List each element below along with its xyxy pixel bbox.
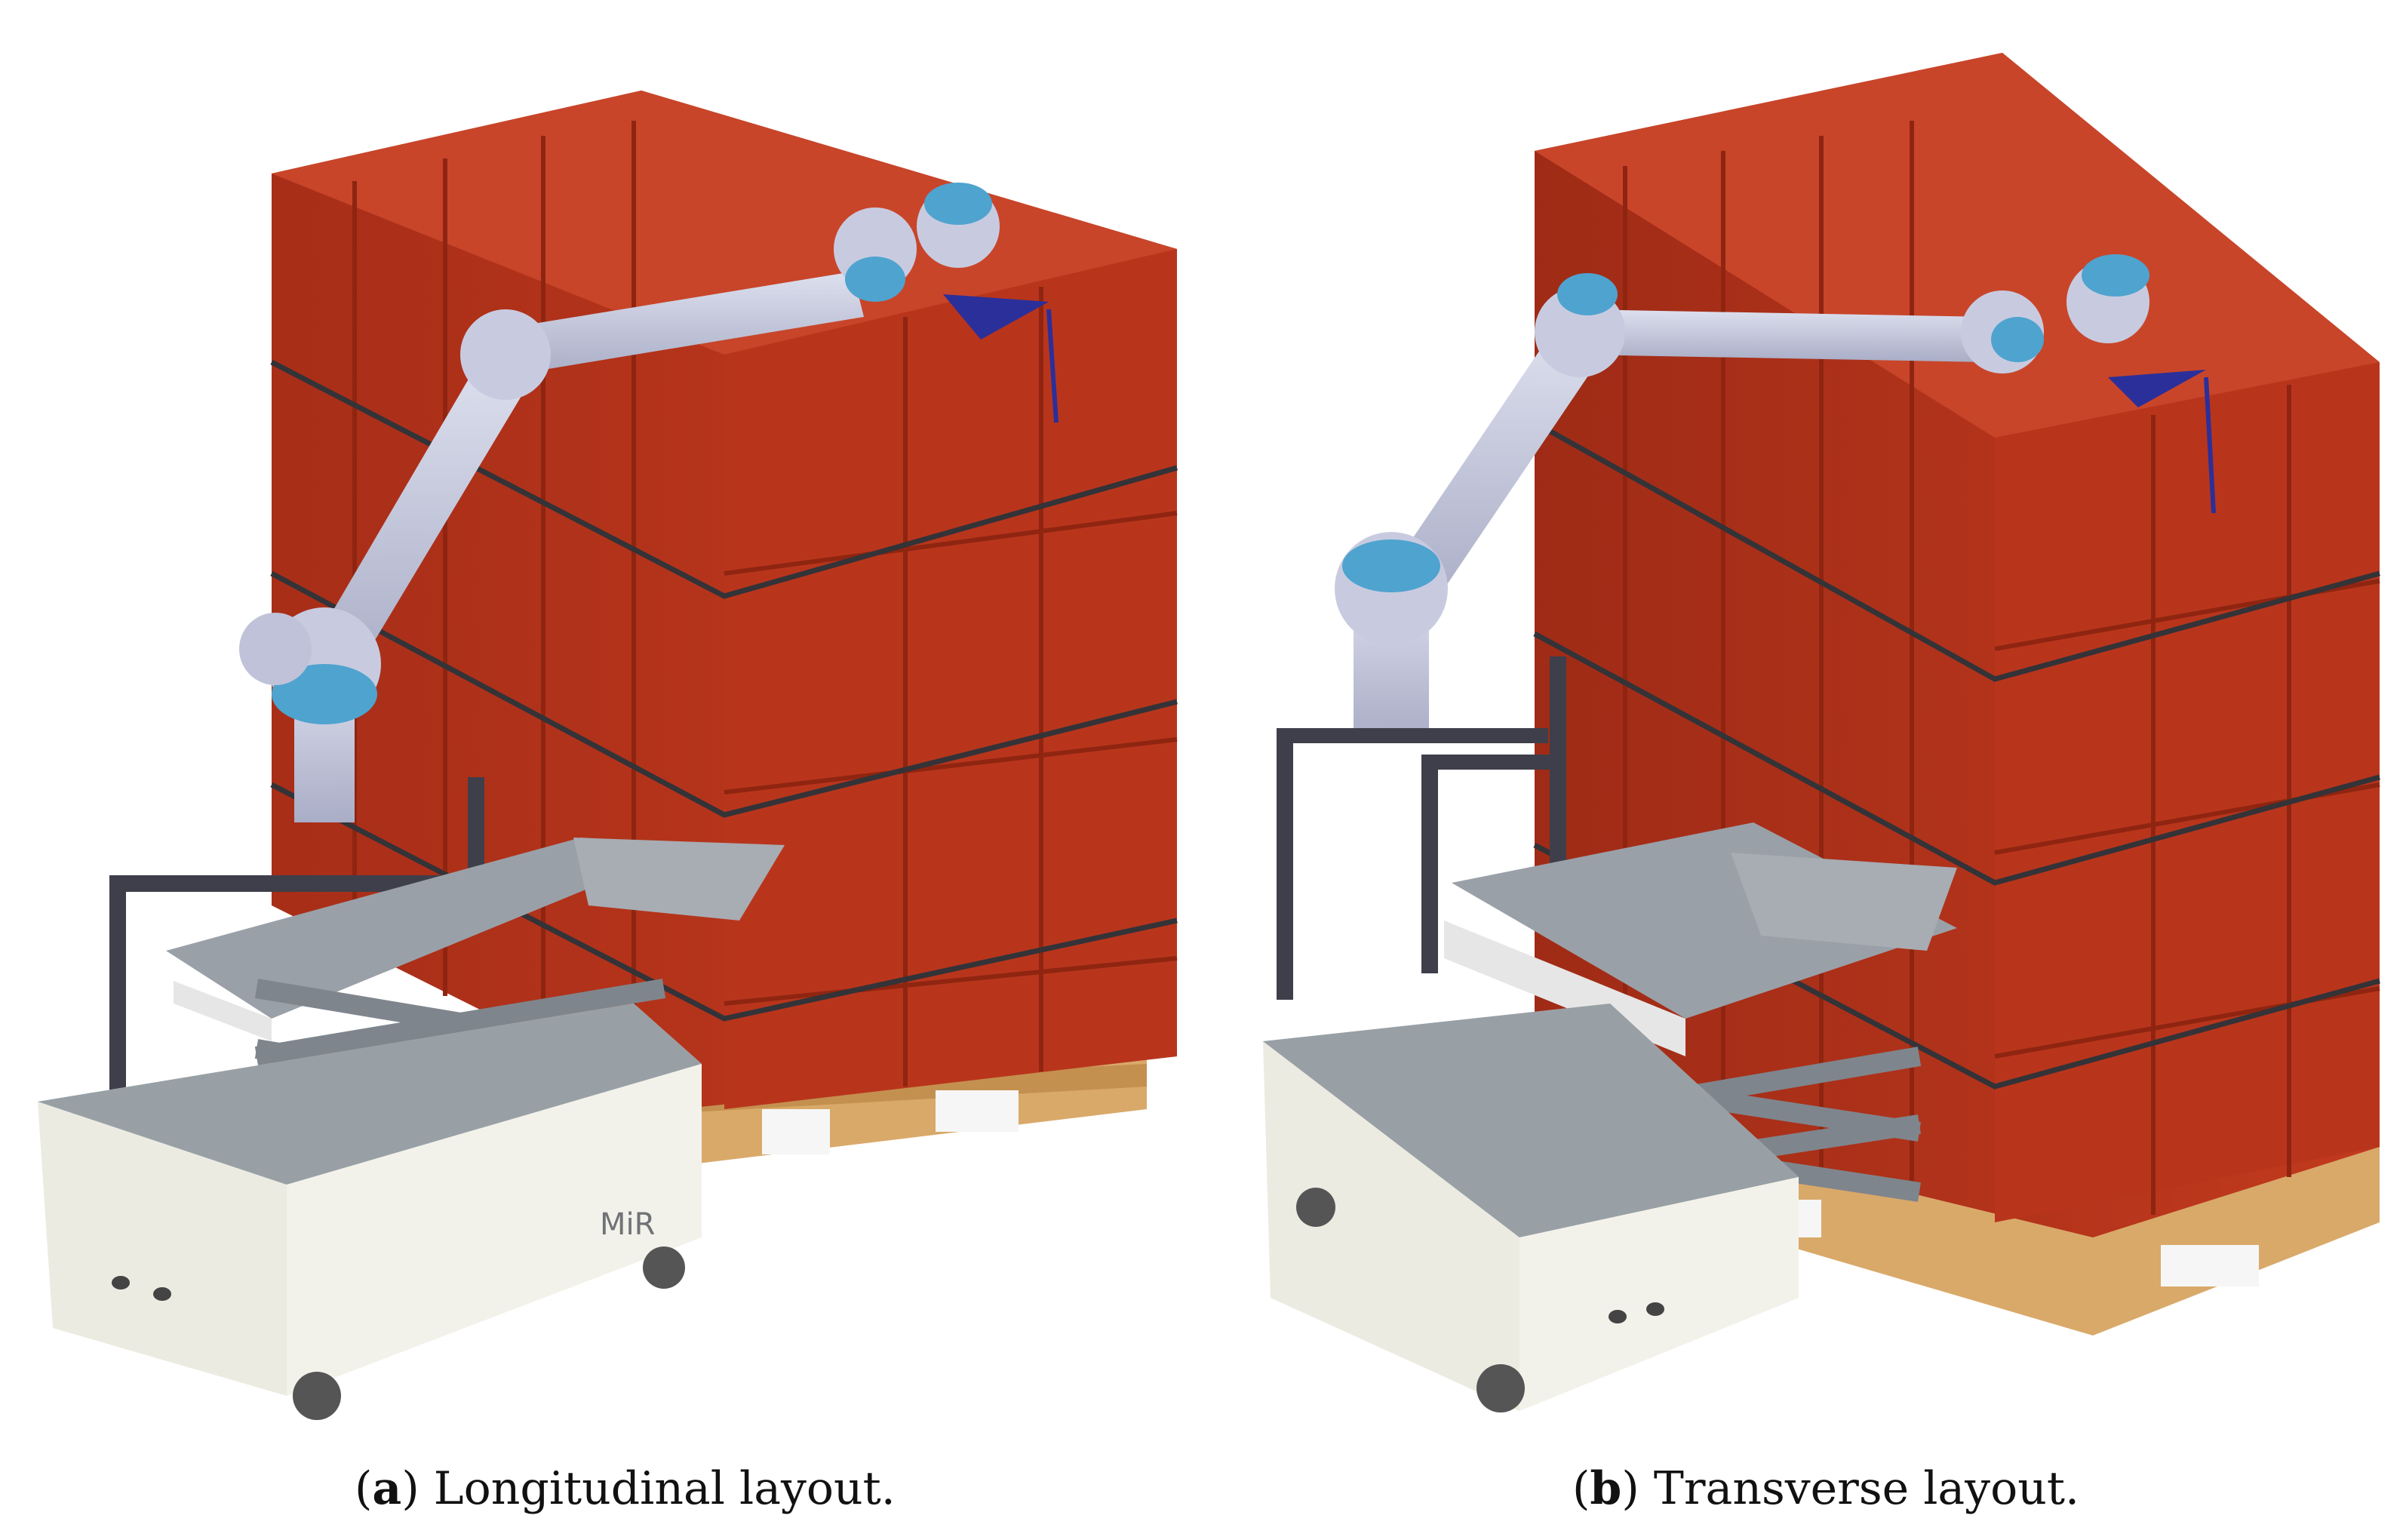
- lift-frame: [1277, 656, 1566, 1000]
- render-transverse: [1263, 53, 2380, 1412]
- render-longitudinal: [38, 91, 1178, 1420]
- caption-a: (a) Longitudinal layout.: [355, 1462, 896, 1515]
- mobile-base: [1263, 1004, 1799, 1412]
- caption-b-text: Transverse layout.: [1653, 1462, 2080, 1515]
- caption-b-label: b: [1590, 1462, 1622, 1515]
- caption-a-label: a: [372, 1462, 402, 1515]
- panel-b: (b) Transverse layout.: [1203, 0, 2406, 1540]
- caption-b: (b) Transverse layout.: [1572, 1462, 2080, 1515]
- panel-a: (a) Longitudinal layout. MiR: [38, 91, 1178, 1515]
- caption-a-text: Longitudinal layout.: [433, 1462, 896, 1515]
- robot-arm: [1335, 254, 2216, 739]
- mobile-base: [38, 1004, 702, 1420]
- mir-logo: MiR: [600, 1207, 656, 1242]
- robot-arm: [239, 183, 1059, 822]
- lift-frame: [109, 777, 487, 1094]
